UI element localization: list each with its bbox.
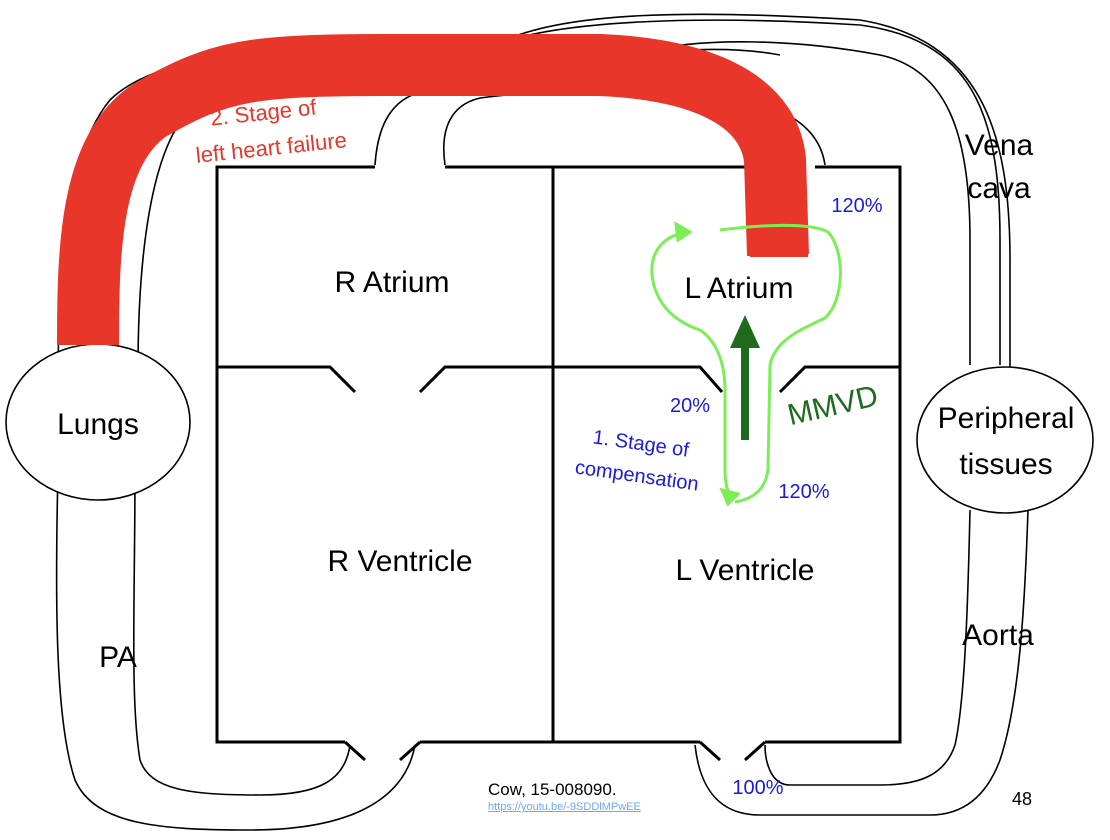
vena-cava-inner-line	[629, 41, 971, 365]
l-atrium-label: L Atrium	[685, 272, 794, 305]
heart-top-right-edge	[765, 165, 902, 744]
stage1-label-line2: compensation	[574, 456, 700, 495]
source-video-link[interactable]: https://youtu.be/-9SDDlMPwEE	[488, 801, 641, 813]
r-ventricle-label: R Ventricle	[327, 545, 472, 578]
citation-text: Cow, 15-008090.	[488, 780, 617, 799]
regurgitation-arrowhead	[730, 315, 760, 348]
vena-cava-label-line2: cava	[967, 172, 1031, 205]
compensation-loop	[650, 221, 842, 507]
pct-regurg-label: 20%	[670, 395, 710, 417]
aortic-valve-right	[743, 740, 767, 762]
pa-label: PA	[99, 641, 137, 674]
vena-cava-label-line1: Vena	[965, 129, 1034, 162]
stage1-label-line1: 1. Stage of	[591, 426, 690, 461]
green-arrowhead-top	[674, 221, 693, 243]
r-atrium-label: R Atrium	[334, 266, 449, 299]
aorta-label: Aorta	[962, 619, 1034, 652]
heart-top-left-edge	[215, 165, 375, 744]
pa-outer-line	[55, 469, 416, 831]
heart-chambers	[215, 165, 902, 762]
mmvd-label: MMVD	[784, 379, 881, 432]
peripheral-label-line2: tissues	[959, 448, 1052, 481]
peripheral-tissues-ellipse	[916, 366, 1094, 514]
pulmonary-valve-right	[398, 740, 422, 762]
green-loop-path	[650, 223, 842, 504]
pa-inner-line	[132, 469, 351, 796]
vessel-outlines	[55, 13, 1029, 831]
pct-lv-label: 120%	[778, 481, 829, 503]
tricuspid-valve-right	[418, 365, 553, 394]
page-number: 48	[1012, 789, 1032, 809]
pct-aorta-label: 100%	[732, 777, 783, 799]
mitral-valve-right	[778, 365, 900, 394]
aorta-outer-line	[694, 509, 1029, 816]
l-ventricle-label: L Ventricle	[676, 554, 815, 587]
left-heart-failure-path	[57, 34, 809, 346]
green-arrowhead-bottom	[719, 487, 741, 507]
red-path-end	[750, 225, 808, 257]
tricuspid-valve-left	[217, 365, 357, 394]
aortic-valve-left	[698, 740, 722, 762]
aorta-inner-line	[764, 509, 971, 786]
peripheral-label-line1: Peripheral	[938, 402, 1075, 435]
lungs-label: Lungs	[57, 408, 139, 441]
mitral-valve-left	[553, 365, 724, 393]
pulmonary-valve-left	[343, 740, 367, 762]
stage2-label-line2: left heart failure	[195, 127, 348, 168]
pct-la-label: 120%	[831, 195, 882, 217]
vena-cava-outer-line	[494, 19, 1001, 365]
